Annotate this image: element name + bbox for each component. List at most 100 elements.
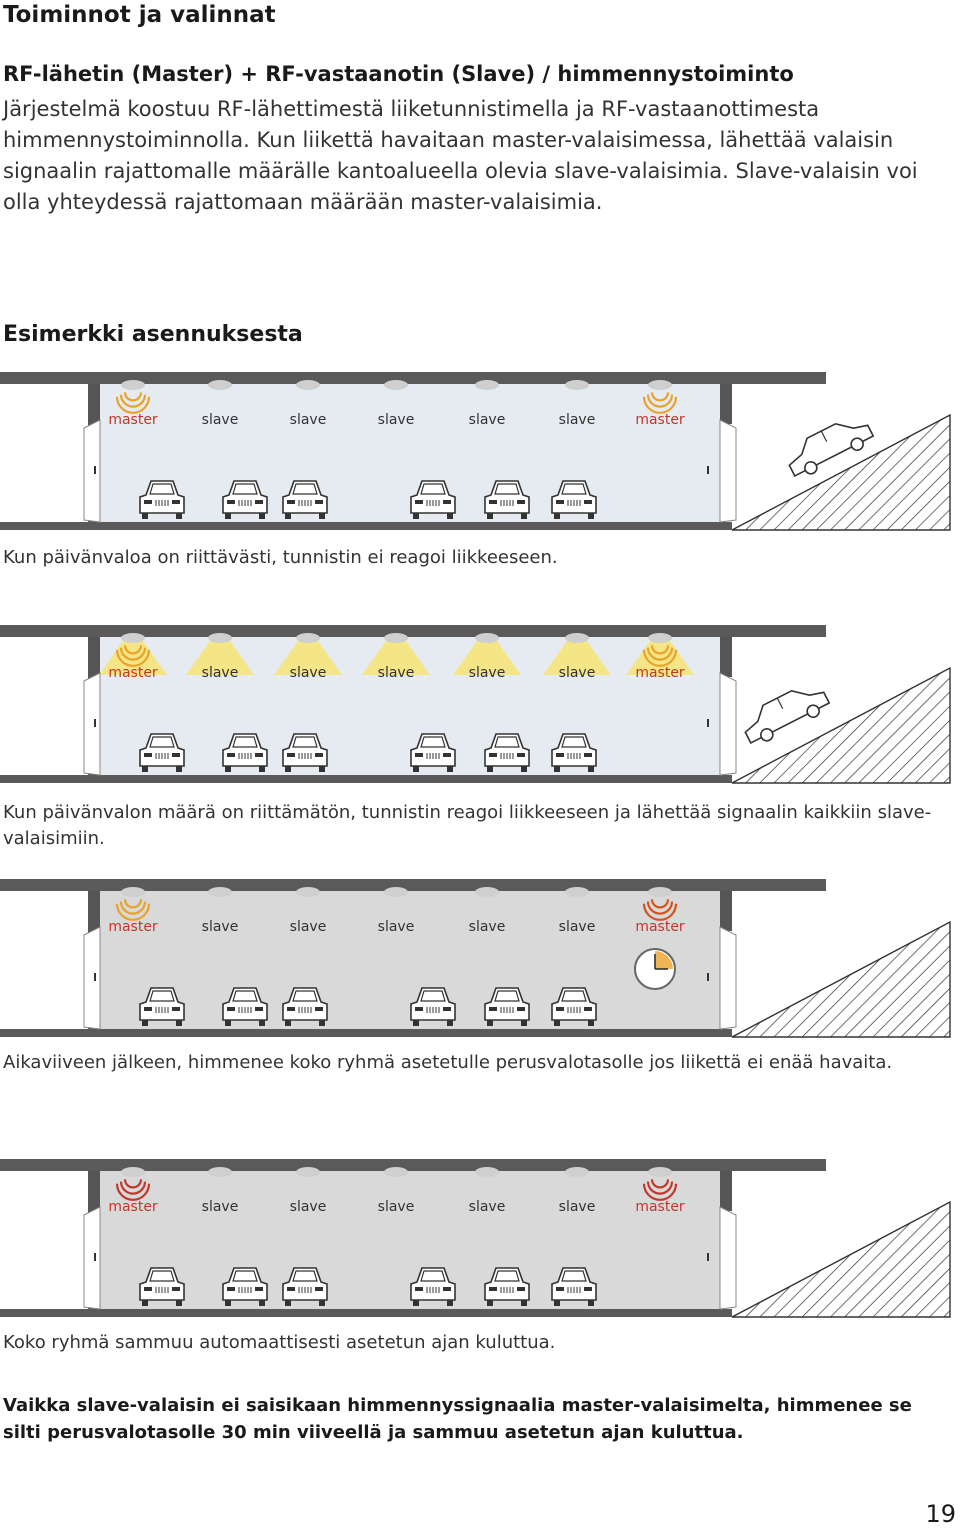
luminaire-icon — [208, 1167, 232, 1177]
luminaire-label-slave: slave — [468, 665, 506, 681]
luminaire-label-slave: slave — [377, 1199, 415, 1215]
luminaire-icon — [475, 380, 499, 390]
right-wall — [720, 891, 732, 931]
right-wall — [720, 637, 732, 677]
caption-daylight: Kun päivänvaloa on riittävästi, tunnisti… — [3, 547, 558, 568]
car-icon — [484, 733, 530, 772]
luminaire-label-master: master — [108, 412, 158, 428]
luminaire-label-slave: slave — [289, 1199, 327, 1215]
car-icon — [282, 1267, 328, 1306]
luminaire-label-slave: slave — [558, 665, 596, 681]
car-icon — [139, 1267, 185, 1306]
garage-interior — [100, 891, 720, 1029]
signal-waves-icon — [642, 1179, 678, 1201]
car-icon — [222, 733, 268, 772]
car-icon — [410, 480, 456, 519]
luminaire-label-slave: slave — [558, 412, 596, 428]
luminaire-label-master: master — [108, 1199, 158, 1215]
luminaire-label-slave: slave — [289, 919, 327, 935]
luminaire-label-slave: slave — [558, 1199, 596, 1215]
luminaire-icon — [565, 380, 589, 390]
luminaire-label-master: master — [635, 919, 685, 935]
car-icon — [551, 987, 597, 1026]
door-icon — [83, 926, 101, 1030]
luminaire-icon — [648, 887, 672, 897]
caption-dimmed: Aikaviiveen jälkeen, himmenee koko ryhmä… — [3, 1052, 893, 1073]
luminaire-label-slave: slave — [201, 665, 239, 681]
right-wall — [720, 384, 732, 424]
luminaire-label-slave: slave — [201, 1199, 239, 1215]
door-handle — [707, 719, 709, 727]
floor-slab — [0, 522, 732, 530]
right-wall — [720, 1171, 732, 1211]
luminaire-label-slave: slave — [468, 919, 506, 935]
caption-lights-on: Kun päivänvalon määrä on riittämätön, tu… — [3, 802, 932, 849]
ceiling-slab — [0, 1159, 826, 1171]
signal-waves-icon — [642, 392, 678, 414]
luminaire-label-slave: slave — [377, 412, 415, 428]
car-icon — [788, 422, 875, 478]
ceiling-slab — [0, 625, 826, 637]
luminaire-label-master: master — [108, 919, 158, 935]
luminaire-label-slave: slave — [468, 1199, 506, 1215]
luminaire-label-slave: slave — [468, 412, 506, 428]
door-icon — [719, 926, 737, 1030]
light-beam — [543, 641, 611, 675]
door-handle — [94, 1253, 96, 1261]
car-icon — [222, 987, 268, 1026]
floor-slab — [0, 1029, 732, 1037]
luminaire-icon — [648, 1167, 672, 1177]
car-icon — [222, 480, 268, 519]
door-icon — [719, 1206, 737, 1310]
luminaire-icon — [475, 1167, 499, 1177]
luminaire-icon — [296, 887, 320, 897]
car-icon — [410, 1267, 456, 1306]
garage-diagram-3 — [0, 879, 951, 1038]
clock-icon — [634, 948, 676, 990]
luminaire-icon — [384, 380, 408, 390]
luminaire-label-slave: slave — [289, 412, 327, 428]
luminaire-label-slave: slave — [558, 919, 596, 935]
car-icon — [551, 1267, 597, 1306]
door-handle — [707, 1253, 709, 1261]
luminaire-label-master: master — [635, 412, 685, 428]
signal-waves-icon — [115, 645, 151, 667]
scene-off: master slave slave slave slave slave master — [0, 1157, 960, 1327]
car-icon — [551, 733, 597, 772]
light-beam — [186, 641, 254, 675]
door-icon — [83, 672, 101, 776]
luminaire-icon — [384, 633, 408, 643]
car-icon — [139, 987, 185, 1026]
light-beam — [362, 641, 430, 675]
luminaire-icon — [565, 887, 589, 897]
signal-waves-icon — [115, 899, 151, 921]
footnote: Vaikka slave-valaisin ei saisikaan himme… — [3, 1395, 912, 1443]
garage-interior — [100, 1171, 720, 1309]
section-title: Toiminnot ja valinnat — [3, 2, 276, 28]
luminaire-icon — [384, 1167, 408, 1177]
luminaire-label-slave: slave — [201, 919, 239, 935]
luminaire-icon — [208, 380, 232, 390]
car-icon — [139, 480, 185, 519]
car-icon — [282, 987, 328, 1026]
signal-waves-icon — [115, 392, 151, 414]
door-handle — [94, 719, 96, 727]
door-icon — [719, 419, 737, 523]
ramp — [731, 413, 951, 531]
floor-slab — [0, 775, 732, 783]
garage-diagram-4 — [0, 1159, 951, 1318]
signal-waves-icon — [642, 645, 678, 667]
luminaire-label-master: master — [635, 1199, 685, 1215]
car-icon — [484, 1267, 530, 1306]
luminaire-icon — [648, 380, 672, 390]
door-handle — [707, 466, 709, 474]
light-beam — [274, 641, 342, 675]
luminaire-icon — [384, 887, 408, 897]
caption-off: Koko ryhmä sammuu automaattisesti asetet… — [3, 1332, 556, 1353]
car-icon — [744, 689, 831, 745]
luminaire-icon — [475, 633, 499, 643]
door-handle — [94, 973, 96, 981]
luminaire-label-master: master — [635, 665, 685, 681]
